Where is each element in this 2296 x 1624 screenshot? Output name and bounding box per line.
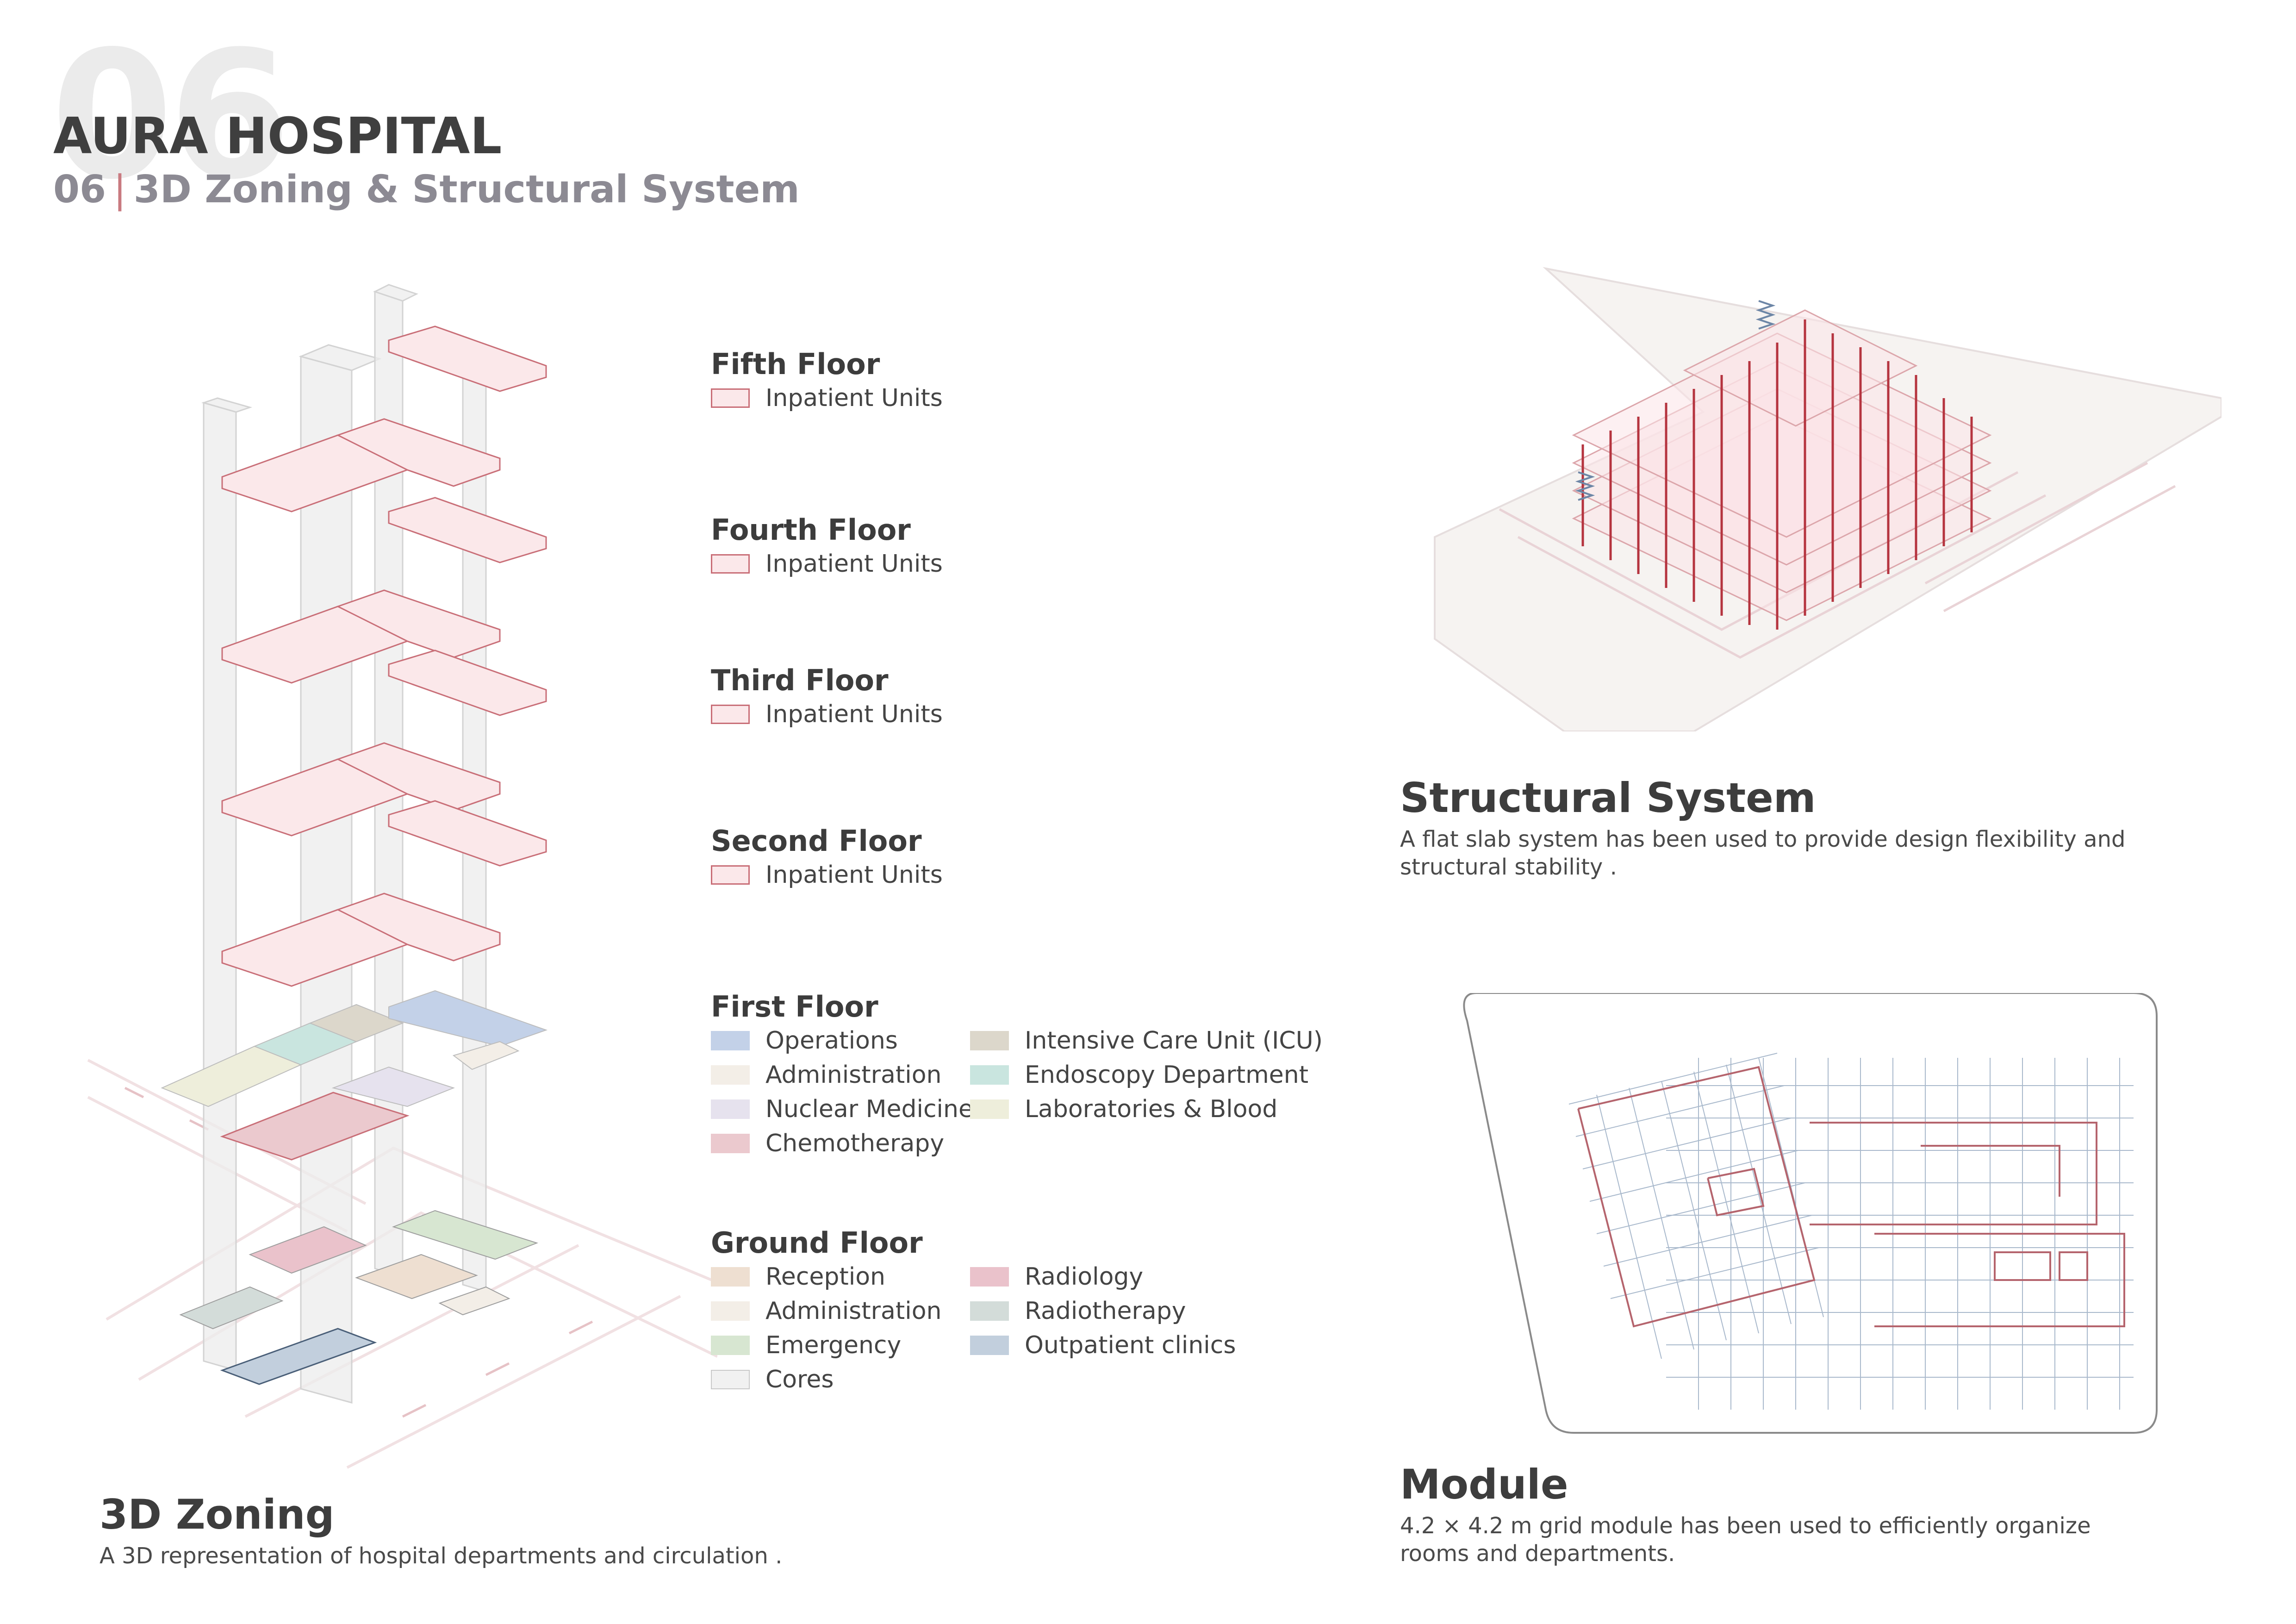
legend-item: Cores [711, 1362, 970, 1397]
legend-swatch [970, 1301, 1009, 1321]
legend-swatch [711, 388, 750, 408]
module-heading: Module [1400, 1461, 1568, 1508]
legend-swatch [711, 1134, 750, 1153]
legend-first-floor: First Floor Operations Administration Nu… [711, 990, 1323, 1161]
legend-third-floor: Third Floor Inpatient Units [711, 663, 943, 731]
legend-label: Inpatient Units [765, 861, 943, 889]
legend-swatch [711, 1370, 750, 1389]
legend-label: Laboratories & Blood [1025, 1095, 1278, 1123]
floor-heading: Fifth Floor [711, 347, 880, 381]
legend-label: Intensive Care Unit (ICU) [1025, 1027, 1323, 1055]
structural-description: A flat slab system has been used to prov… [1400, 826, 2126, 880]
floor-heading: First Floor [711, 990, 878, 1024]
legend-swatch [711, 1031, 750, 1050]
legend-fourth-floor: Fourth Floor Inpatient Units [711, 513, 943, 581]
module-description: 4.2 × 4.2 m grid module has been used to… [1400, 1513, 2091, 1567]
legend-swatch [711, 554, 750, 574]
plan-walls [1577, 1066, 2125, 1328]
structural-section: Structural System A flat slab system has… [1400, 774, 2187, 881]
legend-label: Cores [765, 1366, 834, 1393]
structural-axonometric-diagram [1434, 267, 2221, 731]
legend-item: Operations [711, 1024, 970, 1058]
legend-item: Inpatient Units [711, 858, 943, 892]
page-subtitle: 06|3D Zoning & Structural System [53, 169, 800, 211]
plan-frame [1463, 993, 2158, 1434]
floor-heading: Fourth Floor [711, 513, 911, 547]
floor-heading: Ground Floor [711, 1226, 923, 1260]
legend-label: Operations [765, 1027, 898, 1055]
legend-label: Reception [765, 1263, 885, 1291]
legend-item: Radiology [970, 1260, 1236, 1294]
legend-item: Reception [711, 1260, 970, 1294]
inpatient-slab-floor-2 [221, 800, 547, 987]
legend-swatch [970, 1031, 1009, 1050]
legend-label: Radiotherapy [1025, 1297, 1186, 1325]
legend-label: Inpatient Units [765, 384, 943, 412]
legend-item: Inpatient Units [711, 381, 943, 415]
inpatient-slab-floor-3 [221, 650, 547, 837]
legend-item: Chemotherapy [711, 1126, 970, 1161]
legend-label: Outpatient clinics [1025, 1331, 1236, 1359]
legend-swatch [970, 1267, 1009, 1287]
module-grid-plan [1463, 993, 2158, 1434]
legend-swatch [970, 1099, 1009, 1119]
structural-heading: Structural System [1400, 774, 1816, 822]
legend-label: Nuclear Medicine [765, 1095, 973, 1123]
floor-heading: Third Floor [711, 663, 889, 697]
legend-swatch [711, 1336, 750, 1355]
legend-item: Emergency [711, 1328, 970, 1362]
zoning-section: 3D Zoning A 3D representation of hospita… [100, 1491, 933, 1570]
rotated-grid-lines [1568, 1053, 1824, 1359]
legend-item: Endoscopy Department [970, 1058, 1323, 1092]
page-title: AURA HOSPITAL [53, 107, 502, 165]
subtitle-text: 3D Zoning & Structural System [133, 168, 800, 212]
legend-item: Nuclear Medicine [711, 1092, 973, 1126]
legend-item: Inpatient Units [711, 697, 943, 731]
legend-label: Radiology [1025, 1263, 1144, 1291]
inpatient-slab-floor-5 [221, 325, 547, 512]
legend-label: Endoscopy Department [1025, 1061, 1309, 1089]
legend-swatch [711, 1099, 750, 1119]
legend-label: Chemotherapy [765, 1130, 945, 1157]
zoning-axonometric-diagram [87, 284, 717, 1469]
floor-slabs [1572, 309, 1992, 621]
legend-swatch [711, 1267, 750, 1287]
legend-swatch [711, 705, 750, 724]
legend-item: Administration [711, 1058, 970, 1092]
legend-swatch [711, 1065, 750, 1085]
subtitle-number: 06 [53, 168, 106, 212]
site-road-dashes [124, 1087, 593, 1418]
legend-label: Emergency [765, 1331, 902, 1359]
legend-label: Inpatient Units [765, 550, 943, 578]
legend-label: Administration [765, 1061, 942, 1089]
legend-item: Intensive Care Unit (ICU) [970, 1024, 1323, 1058]
legend-swatch [970, 1065, 1009, 1085]
legend-item: Radiotherapy [970, 1294, 1236, 1328]
ground-floor-zones [179, 1210, 539, 1385]
subtitle-separator: | [113, 168, 126, 212]
first-floor-zones [161, 990, 548, 1161]
floor-heading: Second Floor [711, 824, 922, 858]
legend-swatch [711, 1301, 750, 1321]
legend-item: Inpatient Units [711, 547, 943, 581]
legend-swatch [970, 1336, 1009, 1355]
legend-item: Laboratories & Blood [970, 1092, 1323, 1126]
structural-columns [1581, 319, 1973, 630]
legend-item: Outpatient clinics [970, 1328, 1236, 1362]
legend-label: Inpatient Units [765, 700, 943, 728]
legend-label: Administration [765, 1297, 942, 1325]
legend-second-floor: Second Floor Inpatient Units [711, 824, 943, 892]
inpatient-slab-floor-4 [221, 497, 547, 684]
zoning-heading: 3D Zoning [100, 1491, 335, 1538]
legend-ground-floor: Ground Floor Reception Administration Em… [711, 1226, 1236, 1397]
legend-fifth-floor: Fifth Floor Inpatient Units [711, 347, 943, 415]
zoning-description: A 3D representation of hospital departme… [100, 1543, 783, 1569]
stair-cores [1575, 300, 1776, 501]
legend-swatch [711, 865, 750, 885]
legend-item: Administration [711, 1294, 970, 1328]
page-number-watermark: 06 [51, 13, 291, 218]
module-section: Module 4.2 × 4.2 m grid module has been … [1400, 1461, 2140, 1568]
